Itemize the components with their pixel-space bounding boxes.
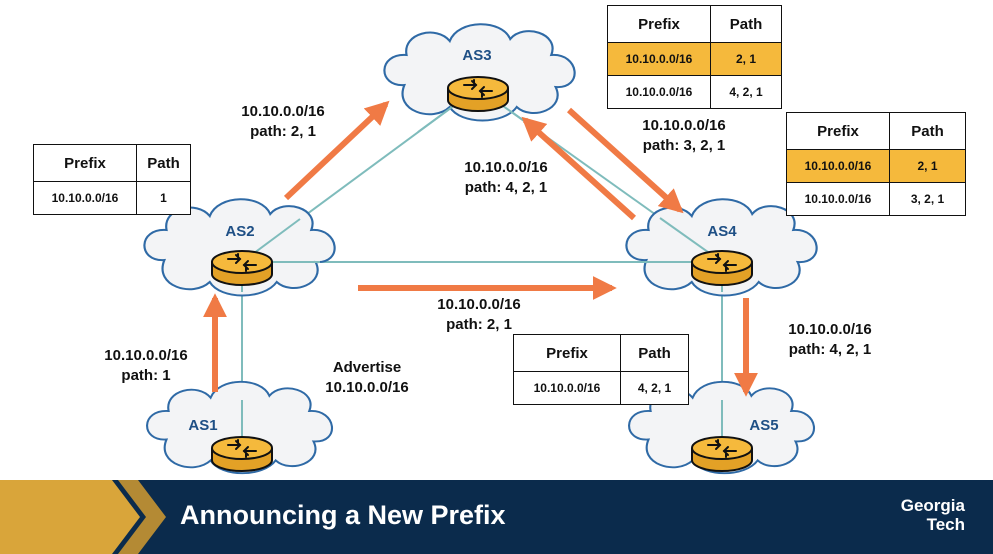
table-cell-prefix: 10.10.0.0/16 bbox=[786, 182, 890, 216]
announcement-prefix: 10.10.0.0/16 bbox=[788, 321, 872, 338]
table-header-prefix: Prefix bbox=[513, 334, 621, 372]
advertise-label: Advertise 10.10.0.0/16 bbox=[312, 358, 422, 398]
table-header-path: Path bbox=[620, 334, 689, 372]
announcement-label-as4-as3: 10.10.0.0/16 path: 4, 2, 1 bbox=[446, 158, 566, 198]
as5-router-icon bbox=[691, 436, 753, 472]
table-cell-path: 2, 1 bbox=[710, 42, 782, 76]
as2-routing-table: Prefix Path 10.10.0.0/16 1 bbox=[33, 144, 191, 215]
as2-router-icon bbox=[211, 250, 273, 286]
announcement-label-as3-as4: 10.10.0.0/16 path: 3, 2, 1 bbox=[624, 116, 744, 156]
as4-label: AS4 bbox=[707, 223, 737, 240]
table-row: 10.10.0.0/16 4, 2, 1 bbox=[513, 371, 689, 405]
as4-router-icon bbox=[691, 250, 753, 286]
table-cell-prefix: 10.10.0.0/16 bbox=[513, 371, 621, 405]
table-header-prefix: Prefix bbox=[786, 112, 890, 150]
table-cell-prefix: 10.10.0.0/16 bbox=[33, 181, 137, 215]
table-cell-prefix: 10.10.0.0/16 bbox=[786, 149, 890, 183]
table-row-best: 10.10.0.0/16 2, 1 bbox=[607, 42, 782, 76]
table-header-path: Path bbox=[710, 5, 782, 43]
table-cell-path: 1 bbox=[136, 181, 191, 215]
slide-title: Announcing a New Prefix bbox=[180, 500, 506, 530]
arrow-as4-to-as3 bbox=[521, 116, 637, 221]
advertise-line2: 10.10.0.0/16 bbox=[325, 379, 409, 396]
announcement-label-as2-as4: 10.10.0.0/16 path: 2, 1 bbox=[424, 295, 534, 335]
table-row: 10.10.0.0/16 3, 2, 1 bbox=[786, 182, 966, 216]
announcement-path: path: 2, 1 bbox=[446, 316, 512, 333]
announcement-path: path: 1 bbox=[121, 367, 171, 384]
as4-routing-table: Prefix Path 10.10.0.0/16 2, 1 10.10.0.0/… bbox=[786, 112, 966, 216]
announcement-path: path: 4, 2, 1 bbox=[788, 341, 872, 358]
announcement-label-as4-as5: 10.10.0.0/16 path: 4, 2, 1 bbox=[770, 320, 890, 360]
announcement-path: path: 3, 2, 1 bbox=[642, 137, 726, 154]
as5-routing-table: Prefix Path 10.10.0.0/16 4, 2, 1 bbox=[513, 334, 689, 405]
table-cell-path: 3, 2, 1 bbox=[889, 182, 966, 216]
table-row: 10.10.0.0/16 4, 2, 1 bbox=[607, 75, 782, 109]
announcement-path: path: 2, 1 bbox=[250, 123, 316, 140]
as3-routing-table: Prefix Path 10.10.0.0/16 2, 1 10.10.0.0/… bbox=[607, 5, 782, 109]
announcement-prefix: 10.10.0.0/16 bbox=[241, 103, 325, 120]
announcement-prefix: 10.10.0.0/16 bbox=[642, 117, 726, 134]
announcement-path: path: 4, 2, 1 bbox=[464, 179, 548, 196]
table-cell-prefix: 10.10.0.0/16 bbox=[607, 42, 711, 76]
chevron-decoration-icon bbox=[0, 480, 166, 554]
georgia-tech-logo: Georgia Tech bbox=[901, 496, 965, 534]
table-cell-path: 4, 2, 1 bbox=[710, 75, 782, 109]
table-row: 10.10.0.0/16 1 bbox=[33, 181, 191, 215]
arrow-as2-to-as3 bbox=[283, 100, 390, 201]
as1-label: AS1 bbox=[188, 417, 217, 434]
as3-router-icon bbox=[447, 76, 509, 112]
table-cell-prefix: 10.10.0.0/16 bbox=[607, 75, 711, 109]
announcement-label-as1-as2: 10.10.0.0/16 path: 1 bbox=[96, 346, 196, 386]
logo-line-1: Georgia bbox=[900, 496, 965, 515]
announcement-prefix: 10.10.0.0/16 bbox=[437, 296, 521, 313]
table-header-path: Path bbox=[889, 112, 966, 150]
as2-label: AS2 bbox=[225, 223, 254, 240]
as1-router-icon bbox=[211, 436, 273, 472]
table-row-best: 10.10.0.0/16 2, 1 bbox=[786, 149, 966, 183]
logo-line-2: Tech bbox=[926, 515, 965, 534]
network-diagram: AS1 AS2 AS3 AS4 AS5 bbox=[143, 23, 818, 475]
announcement-label-as2-as3: 10.10.0.0/16 path: 2, 1 bbox=[228, 102, 338, 142]
announcement-prefix: 10.10.0.0/16 bbox=[104, 347, 188, 364]
announcement-prefix: 10.10.0.0/16 bbox=[464, 159, 548, 176]
advertise-line1: Advertise bbox=[332, 359, 402, 376]
table-cell-path: 2, 1 bbox=[889, 149, 966, 183]
as5-label: AS5 bbox=[749, 417, 778, 434]
as3-label: AS3 bbox=[462, 47, 491, 64]
arrow-as3-to-as4 bbox=[566, 107, 684, 214]
table-header-path: Path bbox=[136, 144, 191, 182]
table-cell-path: 4, 2, 1 bbox=[620, 371, 689, 405]
announcement-arrows bbox=[203, 100, 758, 397]
table-header-prefix: Prefix bbox=[607, 5, 711, 43]
table-header-prefix: Prefix bbox=[33, 144, 137, 182]
footer-banner: Announcing a New Prefix Georgia Tech bbox=[0, 480, 993, 554]
